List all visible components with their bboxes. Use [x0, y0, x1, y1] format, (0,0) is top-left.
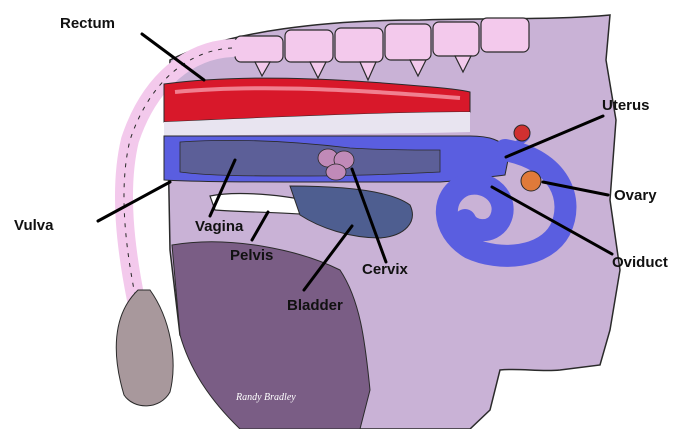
label-pelvis: Pelvis — [230, 248, 273, 263]
label-cervix: Cervix — [362, 262, 408, 277]
ovary-shape — [521, 171, 541, 191]
label-vagina: Vagina — [195, 219, 243, 234]
label-ovary: Ovary — [614, 188, 657, 203]
ovary-shape-2 — [514, 125, 530, 141]
label-bladder: Bladder — [287, 298, 343, 313]
artist-signature: Randy Bradley — [236, 392, 296, 403]
label-oviduct: Oviduct — [612, 255, 668, 270]
label-vulva: Vulva — [14, 218, 53, 233]
label-rectum: Rectum — [60, 16, 115, 31]
tail-switch — [116, 290, 173, 406]
label-uterus: Uterus — [602, 98, 650, 113]
